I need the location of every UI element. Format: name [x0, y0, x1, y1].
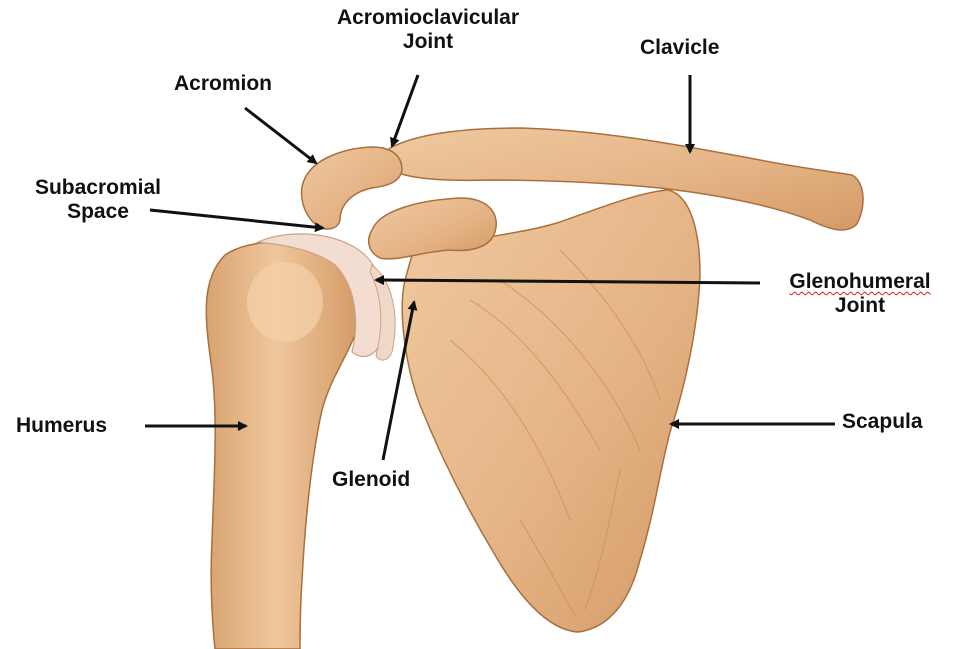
label-glenohumeral-joint: Glenohumeral Joint [760, 270, 960, 318]
label-humerus: Humerus [16, 414, 107, 438]
label-acromioclavicular-joint: Acromioclavicular Joint [303, 6, 553, 54]
label-subacromial-line1: Subacromial [8, 176, 188, 200]
label-subacromial-space: Subacromial Space [8, 176, 188, 224]
arrow-acromion [245, 108, 316, 163]
label-glenohumeral-line2: Joint [760, 294, 960, 318]
label-glenohumeral-line1: Glenohumeral [760, 270, 960, 294]
label-glenoid: Glenoid [332, 468, 410, 492]
label-acromioclavicular-line1: Acromioclavicular [303, 6, 553, 30]
scapula-bone [402, 190, 700, 632]
label-clavicle: Clavicle [640, 36, 719, 60]
label-subacromial-line2: Space [8, 200, 188, 224]
label-acromion: Acromion [174, 72, 272, 96]
label-scapula: Scapula [842, 410, 923, 434]
humeral-head-highlight [247, 262, 323, 342]
label-acromioclavicular-line2: Joint [303, 30, 553, 54]
arrow-acromioclavicular [392, 75, 418, 146]
